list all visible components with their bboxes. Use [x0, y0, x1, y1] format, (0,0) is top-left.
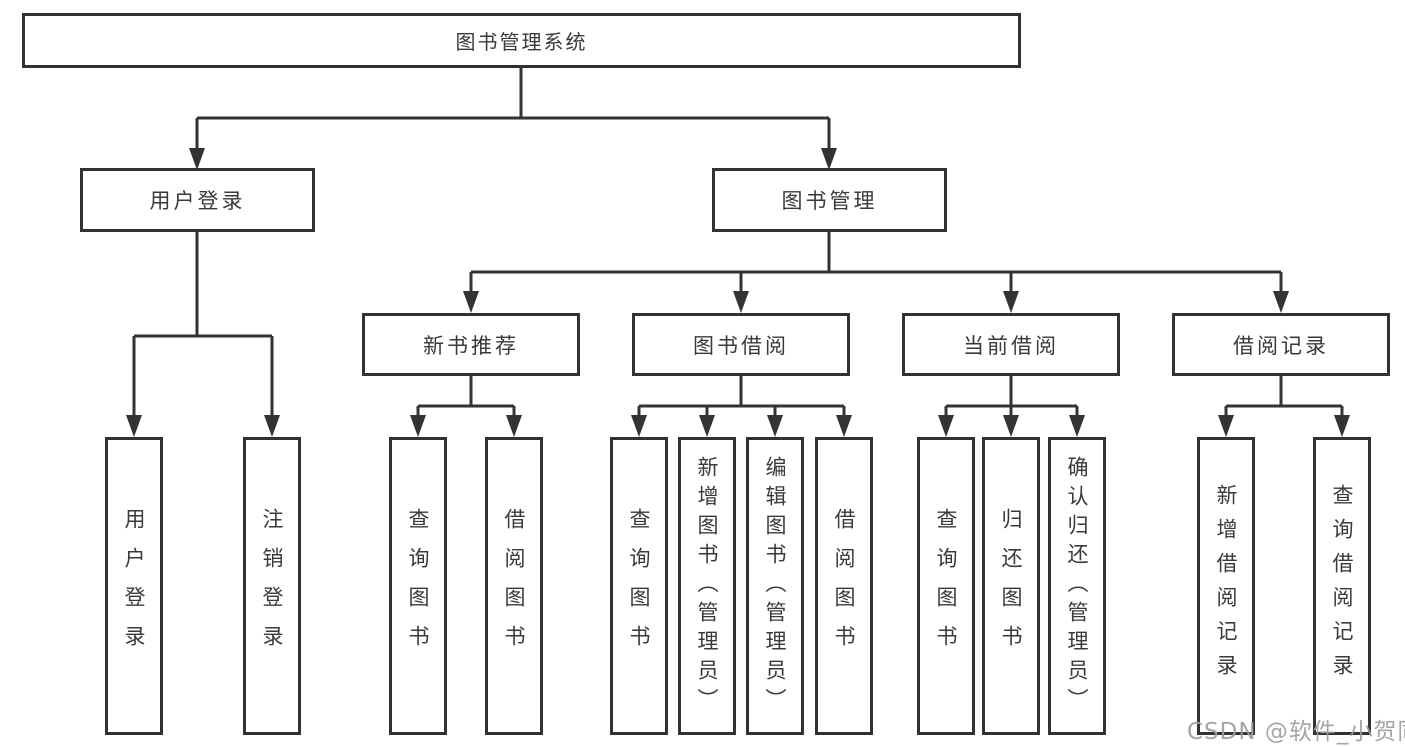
node-library-management-system: 图书管理系统 — [22, 13, 1021, 68]
node-book-borrowing: 图书借阅 — [632, 313, 850, 376]
leaf-add-borrow-record: 新增借阅记录 — [1197, 437, 1255, 735]
node-book-management: 图书管理 — [712, 168, 947, 232]
leaf-logout: 注销登录 — [243, 437, 301, 735]
leaf-confirm-return-admin: 确认归还（管理员） — [1048, 437, 1106, 735]
leaf-user-login: 用户登录 — [105, 437, 163, 735]
leaf-borrow-books: 借阅图书 — [815, 437, 873, 735]
node-borrowing-records: 借阅记录 — [1172, 313, 1390, 376]
watermark-text: CSDN @软件_小贺同学 — [1187, 719, 1405, 745]
leaf-return-books: 归还图书 — [982, 437, 1040, 735]
leaf-query-books-borrow: 查询图书 — [610, 437, 668, 735]
leaf-query-books-recommend: 查询图书 — [389, 437, 447, 735]
leaf-borrow-books-recommend: 借阅图书 — [485, 437, 543, 735]
node-new-book-recommendation: 新书推荐 — [362, 313, 580, 376]
leaf-query-books-current: 查询图书 — [917, 437, 975, 735]
node-current-borrowing: 当前借阅 — [902, 313, 1120, 376]
leaf-query-borrow-record: 查询借阅记录 — [1313, 437, 1371, 735]
node-user-login: 用户登录 — [80, 168, 315, 232]
leaf-add-books-admin: 新增图书（管理员） — [678, 437, 736, 735]
arrowheads — [126, 148, 1350, 437]
leaf-edit-books-admin: 编辑图书（管理员） — [746, 437, 804, 735]
